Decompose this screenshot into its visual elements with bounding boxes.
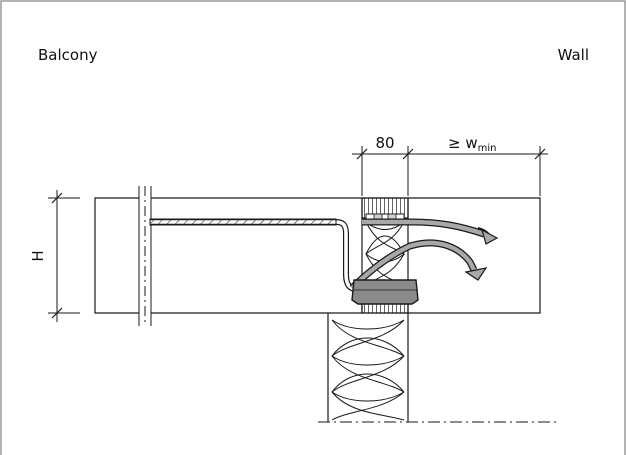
shear-bar xyxy=(349,239,488,291)
dimension-80-label: 80 xyxy=(375,134,394,152)
height-label: H xyxy=(29,250,47,261)
compression-bearing xyxy=(351,279,419,305)
width-dimension: 80 ≥ wmin xyxy=(352,134,548,196)
dimension-wmin-label: ≥ wmin xyxy=(448,134,496,154)
concrete-slabs xyxy=(94,197,541,314)
balcony-label: Balcony xyxy=(38,46,98,64)
tension-bar xyxy=(149,218,486,293)
wall-label: Wall xyxy=(558,46,589,64)
upper-anchor-head xyxy=(477,227,499,245)
break-symbol xyxy=(138,186,152,326)
height-dimension: H xyxy=(29,190,80,322)
wall-insulation xyxy=(318,313,560,423)
